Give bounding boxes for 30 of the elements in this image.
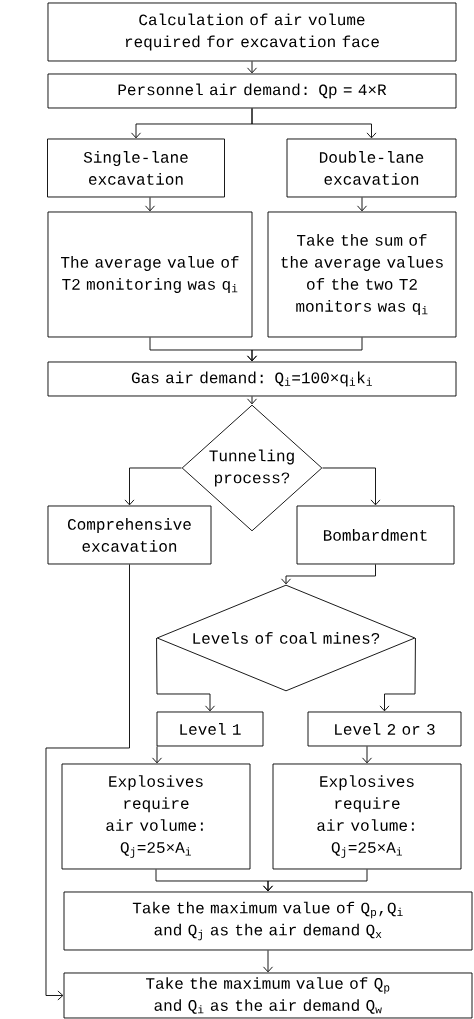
arrow xyxy=(247,61,257,74)
process-box: Double-lane excavation xyxy=(286,138,457,198)
arrow xyxy=(145,197,155,212)
arrow xyxy=(357,197,367,212)
process-box: Level 1 xyxy=(156,711,264,747)
arrow xyxy=(322,467,381,506)
arrow xyxy=(156,637,215,712)
arrow xyxy=(247,337,363,362)
arrow xyxy=(379,637,416,712)
process-box: Explosives require air volume: Q$_{j}$=25×A$_{i}$ xyxy=(272,763,462,870)
arrow xyxy=(124,467,182,506)
process-box: Explosives require air volume: Q$_{j}$=25×A$_{i}$ xyxy=(61,763,251,870)
arrow xyxy=(263,950,273,973)
arrow xyxy=(281,564,376,585)
arrow xyxy=(362,746,372,764)
process-box: Bombardment xyxy=(296,505,455,565)
process-box: Gas air demand: Q$_{i}$=100×q$_{i}$k$_{i}$ xyxy=(47,361,457,397)
process-box: Single-lane excavation xyxy=(47,138,225,198)
arrow xyxy=(251,108,377,139)
arrow xyxy=(263,869,368,892)
process-box: Take the sum of the average values of the two T2 monitors was q$_{i}$ xyxy=(267,211,457,338)
process-box: Level 2 or 3 xyxy=(307,711,462,747)
process-box: Personnel air demand: Qp = 4×R xyxy=(47,73,457,109)
process-box: Calculation of air volume required for excavation face xyxy=(47,2,457,62)
process-box: Comprehensive excavation xyxy=(47,505,212,565)
process-box: Take the maximum value of Q$_{p}$,Q$_{i}$ and Q$_{j}$ as the air demand Q$_{x}$ xyxy=(63,891,473,951)
process-box: The average value of T2 monitoring was q$_{i}$ xyxy=(47,211,253,338)
process-box: Take the maximum value of Q$_{p}$ and Q$_{i}$ as the air demand Q$_{w}$ xyxy=(63,972,473,1019)
arrow xyxy=(152,746,162,764)
arrow xyxy=(45,564,130,1001)
